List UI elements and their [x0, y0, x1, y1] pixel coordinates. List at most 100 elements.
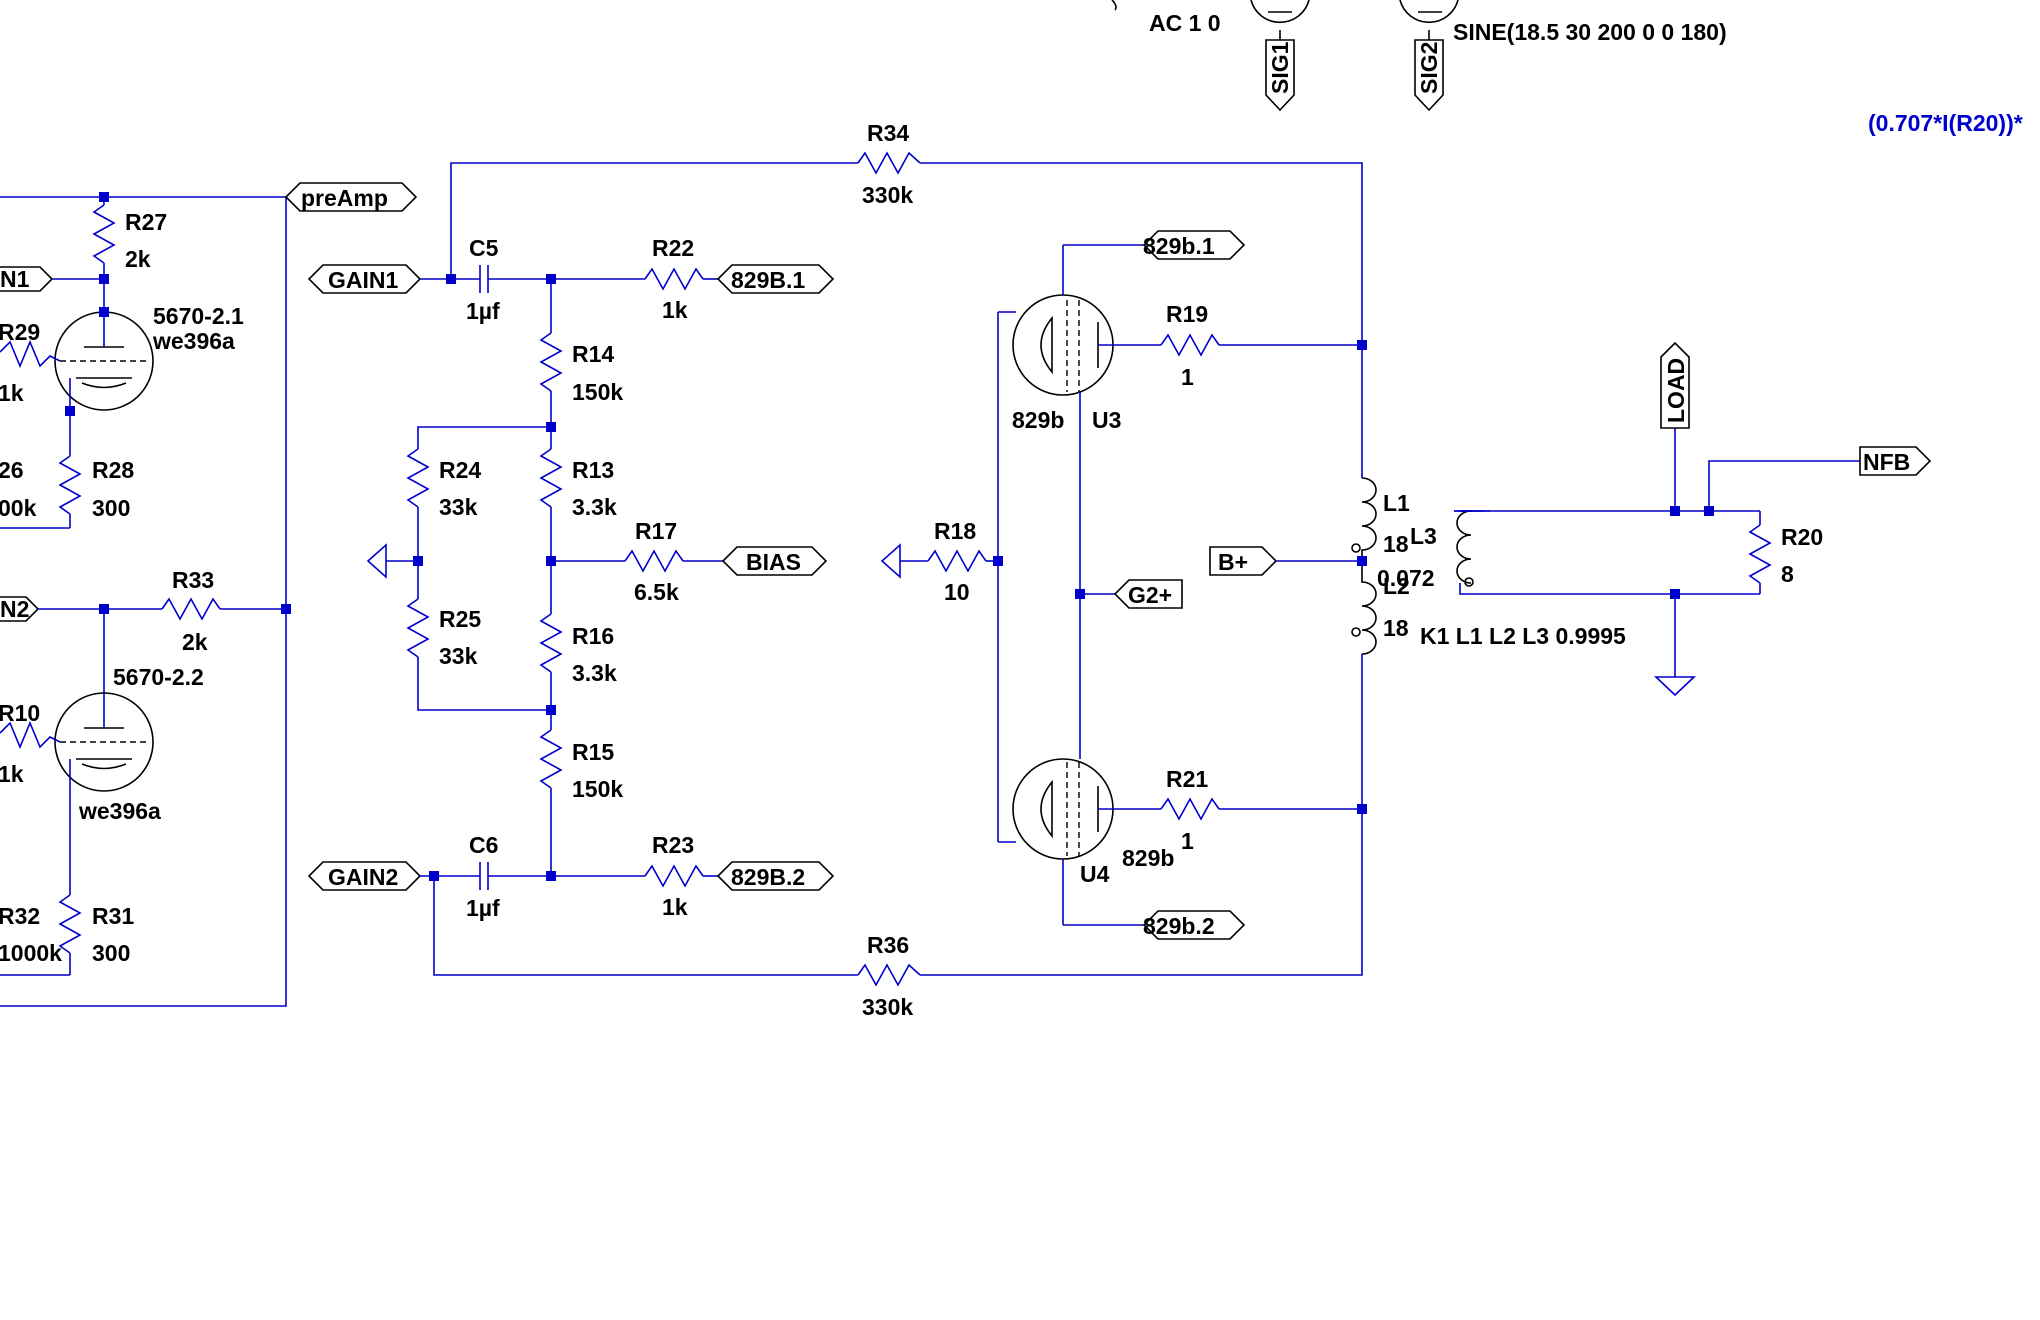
r21-ref: R21 — [1166, 766, 1208, 792]
r16-value: 3.3k — [572, 660, 617, 686]
net-label-829b2-out[interactable] — [1142, 910, 1246, 940]
r36-ref: R36 — [867, 932, 909, 958]
feedback-network: R34 330k R36 330k — [433, 120, 1363, 1020]
net-label-bplus-text: B+ — [1218, 549, 1248, 575]
net-label-gain2-text: GAIN2 — [328, 864, 398, 890]
r17-value: 6.5k — [634, 579, 679, 605]
r22-value: 1k — [662, 297, 688, 323]
r32-ref: R32 — [0, 903, 40, 929]
resistor-r22[interactable] — [644, 267, 704, 291]
net-label-in1[interactable] — [0, 266, 54, 292]
r34-ref: R34 — [867, 120, 909, 146]
resistor-r29[interactable] — [0, 339, 61, 369]
tube-u2[interactable] — [54, 692, 154, 792]
u1-value: we396a — [152, 328, 235, 354]
output-transformer: L1 18 L2 18 B+ L3 0.072 K1 L1 L2 L3 0.99… — [1209, 341, 1932, 809]
inductor-l2[interactable] — [1361, 561, 1377, 655]
net-label-829b2-out-text: 829b.2 — [1143, 913, 1215, 939]
resistor-r25[interactable] — [406, 598, 430, 658]
inductor-l3[interactable] — [1456, 510, 1472, 584]
resistor-r16[interactable] — [539, 613, 563, 673]
r18-value: 10 — [944, 579, 970, 605]
r31-ref: R31 — [92, 903, 134, 929]
net-label-bias[interactable] — [721, 546, 828, 576]
ground-symbol-r18 — [880, 543, 901, 579]
r25-ref: R25 — [439, 606, 481, 632]
net-label-sig2[interactable] — [1414, 39, 1444, 112]
l1-ref: L1 — [1383, 490, 1410, 516]
net-label-bplus[interactable] — [1209, 546, 1278, 576]
resistor-r31[interactable] — [58, 894, 82, 954]
r21-value: 1 — [1181, 828, 1194, 854]
resistor-r14[interactable] — [539, 332, 563, 392]
source-sig1-symbol[interactable] — [1250, 0, 1310, 24]
net-label-in2[interactable] — [0, 596, 40, 622]
u4-ref: U4 — [1080, 861, 1110, 887]
net-label-nfb[interactable] — [1859, 446, 1932, 476]
r29-ref: R29 — [0, 319, 40, 345]
net-label-g2plus[interactable] — [1113, 579, 1183, 609]
r25-value: 33k — [439, 643, 478, 669]
resistor-r20[interactable] — [1748, 524, 1772, 584]
net-label-bias-text: BIAS — [746, 549, 801, 575]
resistor-r24[interactable] — [406, 448, 430, 508]
coupling-directive: K1 L1 L2 L3 0.9995 — [1420, 623, 1626, 649]
net-label-load-text: LOAD — [1663, 358, 1689, 423]
r27-ref: R27 — [125, 209, 167, 235]
resistor-r10[interactable] — [0, 720, 61, 750]
ground-symbol-left — [366, 543, 387, 579]
output-stage: R18 10 829b U3 829b.1 R19 1 G2+ — [880, 230, 1367, 940]
net-label-829b1-input[interactable] — [716, 264, 835, 294]
resistor-r23[interactable] — [644, 864, 704, 888]
net-label-sig2-text: SIG2 — [1416, 42, 1442, 94]
r33-value: 2k — [182, 629, 208, 655]
r26-value: 00k — [0, 495, 37, 521]
u4-value: 829b — [1122, 845, 1174, 871]
resistor-r27[interactable] — [92, 204, 116, 264]
c5-value: 1µf — [466, 298, 500, 324]
l2-ref: L2 — [1383, 573, 1410, 599]
net-label-sig1-text: SIG1 — [1267, 41, 1293, 94]
net-label-load[interactable] — [1660, 341, 1690, 429]
r28-value: 300 — [92, 495, 130, 521]
net-label-preamp[interactable] — [284, 182, 418, 212]
c5-ref: C5 — [469, 235, 499, 261]
resistor-r33[interactable] — [161, 597, 221, 621]
resistor-r36[interactable] — [857, 963, 921, 987]
resistor-r13[interactable] — [539, 448, 563, 508]
bias-network: GAIN1 C5 1µf R22 1k 829B.1 R14 150k R13 … — [307, 235, 835, 921]
net-label-829b1-out[interactable] — [1142, 230, 1246, 260]
inductor-l1[interactable] — [1361, 477, 1377, 561]
r17-ref: R17 — [635, 518, 677, 544]
resistor-r28[interactable] — [58, 455, 82, 515]
resistor-r18[interactable] — [927, 549, 987, 573]
r34-value: 330k — [862, 182, 913, 208]
u3-value: 829b — [1012, 407, 1064, 433]
r23-ref: R23 — [652, 832, 694, 858]
c6-value: 1µf — [466, 895, 500, 921]
r26-ref: 26 — [0, 457, 24, 483]
u2-value: we396a — [78, 798, 161, 824]
net-label-nfb-text: NFB — [1863, 449, 1910, 475]
u1-ref: 5670-2.1 — [153, 303, 244, 329]
r15-ref: R15 — [572, 739, 614, 765]
net-label-829b2-input[interactable] — [716, 861, 835, 891]
net-label-g2plus-text: G2+ — [1128, 582, 1172, 608]
resistor-r34[interactable] — [857, 151, 921, 175]
net-label-preamp-text: preAmp — [301, 185, 388, 211]
net-label-sig1[interactable] — [1265, 39, 1295, 112]
r18-ref: R18 — [934, 518, 976, 544]
source-sig2-symbol[interactable] — [1399, 0, 1459, 24]
r13-ref: R13 — [572, 457, 614, 483]
l3-value: 0.072 — [1377, 565, 1435, 591]
resistor-r19[interactable] — [1160, 333, 1220, 357]
r31-value: 300 — [92, 940, 130, 966]
r14-value: 150k — [572, 379, 623, 405]
l3-ref: L3 — [1410, 523, 1437, 549]
resistor-r21[interactable] — [1160, 797, 1220, 821]
c6-ref: C6 — [469, 832, 498, 858]
signal-sources: AC 1 0 SINE(18.5 30 200 0 0 180) (0.707*… — [1111, 0, 2023, 136]
resistor-r17[interactable] — [624, 549, 684, 573]
resistor-r15[interactable] — [539, 729, 563, 789]
